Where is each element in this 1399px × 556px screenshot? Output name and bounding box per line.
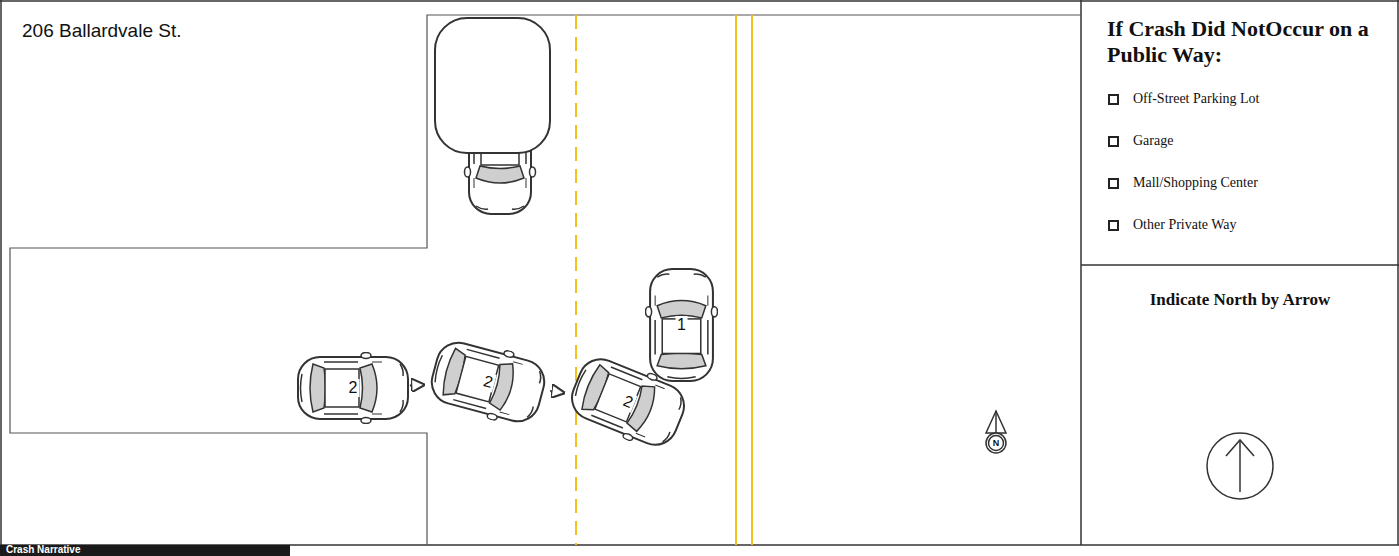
narrative-tab	[0, 545, 290, 556]
checkbox-option: Mall/Shopping Center	[1133, 175, 1258, 191]
checkbox	[1109, 95, 1118, 230]
checkbox-option: Other Private Way	[1133, 217, 1237, 233]
location-address: 206 Ballardvale St.	[22, 20, 182, 42]
north-arrow-circle	[1207, 433, 1273, 499]
vehicle: 1	[645, 265, 718, 385]
double-yellow-line	[735, 15, 737, 545]
checkbox-option: Garage	[1133, 133, 1173, 149]
panel-heading: Indicate North by Arrow	[1150, 290, 1331, 310]
travel-arrow	[550, 391, 564, 393]
north-letter: N	[993, 438, 1000, 448]
vehicle-number: 1	[675, 316, 688, 334]
checkbox-option: Off-Street Parking Lot	[1133, 91, 1260, 107]
dashed-centerline	[575, 15, 577, 545]
vehicle-number: 2	[347, 379, 360, 397]
panel-heading: If Crash Did NotOccur on a Public Way:	[1107, 16, 1377, 68]
narrative-tab-label: Crash Narrative	[6, 544, 80, 556]
road-outline	[10, 15, 1081, 545]
north-compass	[986, 411, 1006, 453]
vehicle: 2	[422, 332, 555, 432]
truck	[435, 18, 550, 214]
vehicle: 2	[294, 352, 412, 424]
travel-arrow	[410, 384, 424, 387]
double-yellow-line	[751, 15, 753, 545]
